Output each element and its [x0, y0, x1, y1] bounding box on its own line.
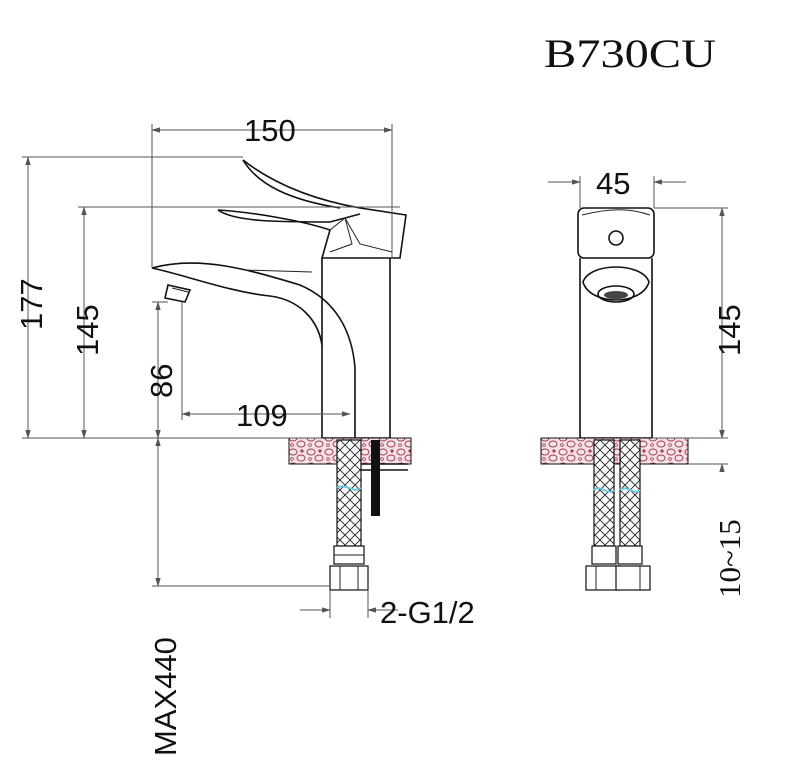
faucet-side-outline: [151, 159, 407, 439]
dimension-front-height: 145: [652, 207, 747, 439]
pull-rod: [371, 440, 380, 516]
model-title: B730CU: [544, 31, 716, 76]
faucet-front-outline: [577, 207, 655, 439]
hoses-front: [585, 439, 651, 591]
body-height-label: 145: [70, 304, 105, 356]
dimension-width-top: 150: [151, 113, 393, 268]
side-view: 150 177 145 86 109: [14, 113, 475, 756]
dimension-total-height: 177: [14, 156, 322, 439]
dimension-spout-reach: 109: [181, 302, 351, 433]
deck-thickness-label: 10~15: [712, 519, 747, 598]
total-height-label: 177: [14, 278, 49, 330]
front-width-label: 45: [596, 166, 630, 201]
dimension-spout-height: 86: [144, 301, 179, 439]
max-hose-label: MAX440: [148, 637, 183, 756]
front-height-label: 145: [712, 304, 747, 356]
width-top-label: 150: [244, 113, 296, 148]
dimension-deck-thickness: 10~15: [688, 420, 747, 598]
dimension-max-hose: MAX440: [148, 437, 330, 756]
spout-reach-label: 109: [236, 398, 288, 433]
front-view: 45 145 10~15: [540, 166, 747, 598]
dimension-connector: 2-G1/2: [300, 590, 475, 630]
dimension-body-height: 145: [70, 206, 400, 439]
hose-side: [329, 439, 369, 591]
connector-label: 2-G1/2: [380, 595, 475, 630]
dimension-front-width: 45: [548, 166, 686, 208]
spout-height-label: 86: [144, 364, 179, 398]
